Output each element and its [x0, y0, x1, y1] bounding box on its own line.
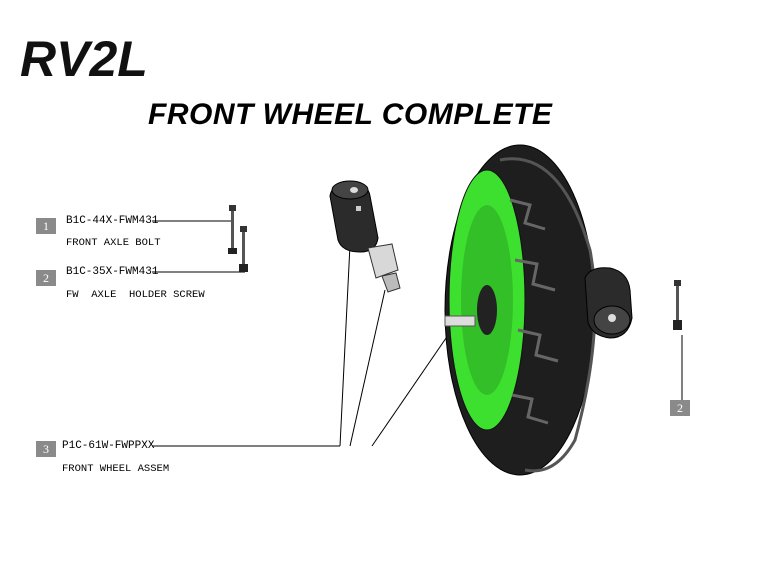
leader-lines — [152, 220, 683, 447]
part-desc-3: FRONT WHEEL ASSEM — [62, 463, 170, 475]
front-axle-bolt-graphic — [228, 205, 248, 272]
brand-logo: RV2L — [20, 31, 148, 87]
wheel-graphic — [444, 144, 597, 476]
page-title: FRONT WHEEL COMPLETE — [148, 98, 553, 131]
callout-number-2: 2 — [36, 270, 56, 286]
logo-text: RV2L — [20, 31, 148, 87]
part-desc-2: FW AXLE HOLDER SCREW — [66, 289, 205, 301]
callout-number-right-2: 2 — [670, 400, 690, 416]
axle-holder-graphic — [329, 180, 401, 293]
part-desc-1: FRONT AXLE BOLT — [66, 237, 161, 249]
callout-number-3: 3 — [36, 441, 56, 457]
part-code-3: P1C-61W-FWPPXX — [62, 440, 155, 452]
part-code-2: B1C-35X-FWM431 — [66, 266, 159, 278]
part-code-1: B1C-44X-FWM431 — [66, 215, 159, 227]
right-hub-graphic — [584, 267, 633, 339]
callout-number-1: 1 — [36, 218, 56, 234]
right-bolt-graphic — [673, 280, 682, 330]
